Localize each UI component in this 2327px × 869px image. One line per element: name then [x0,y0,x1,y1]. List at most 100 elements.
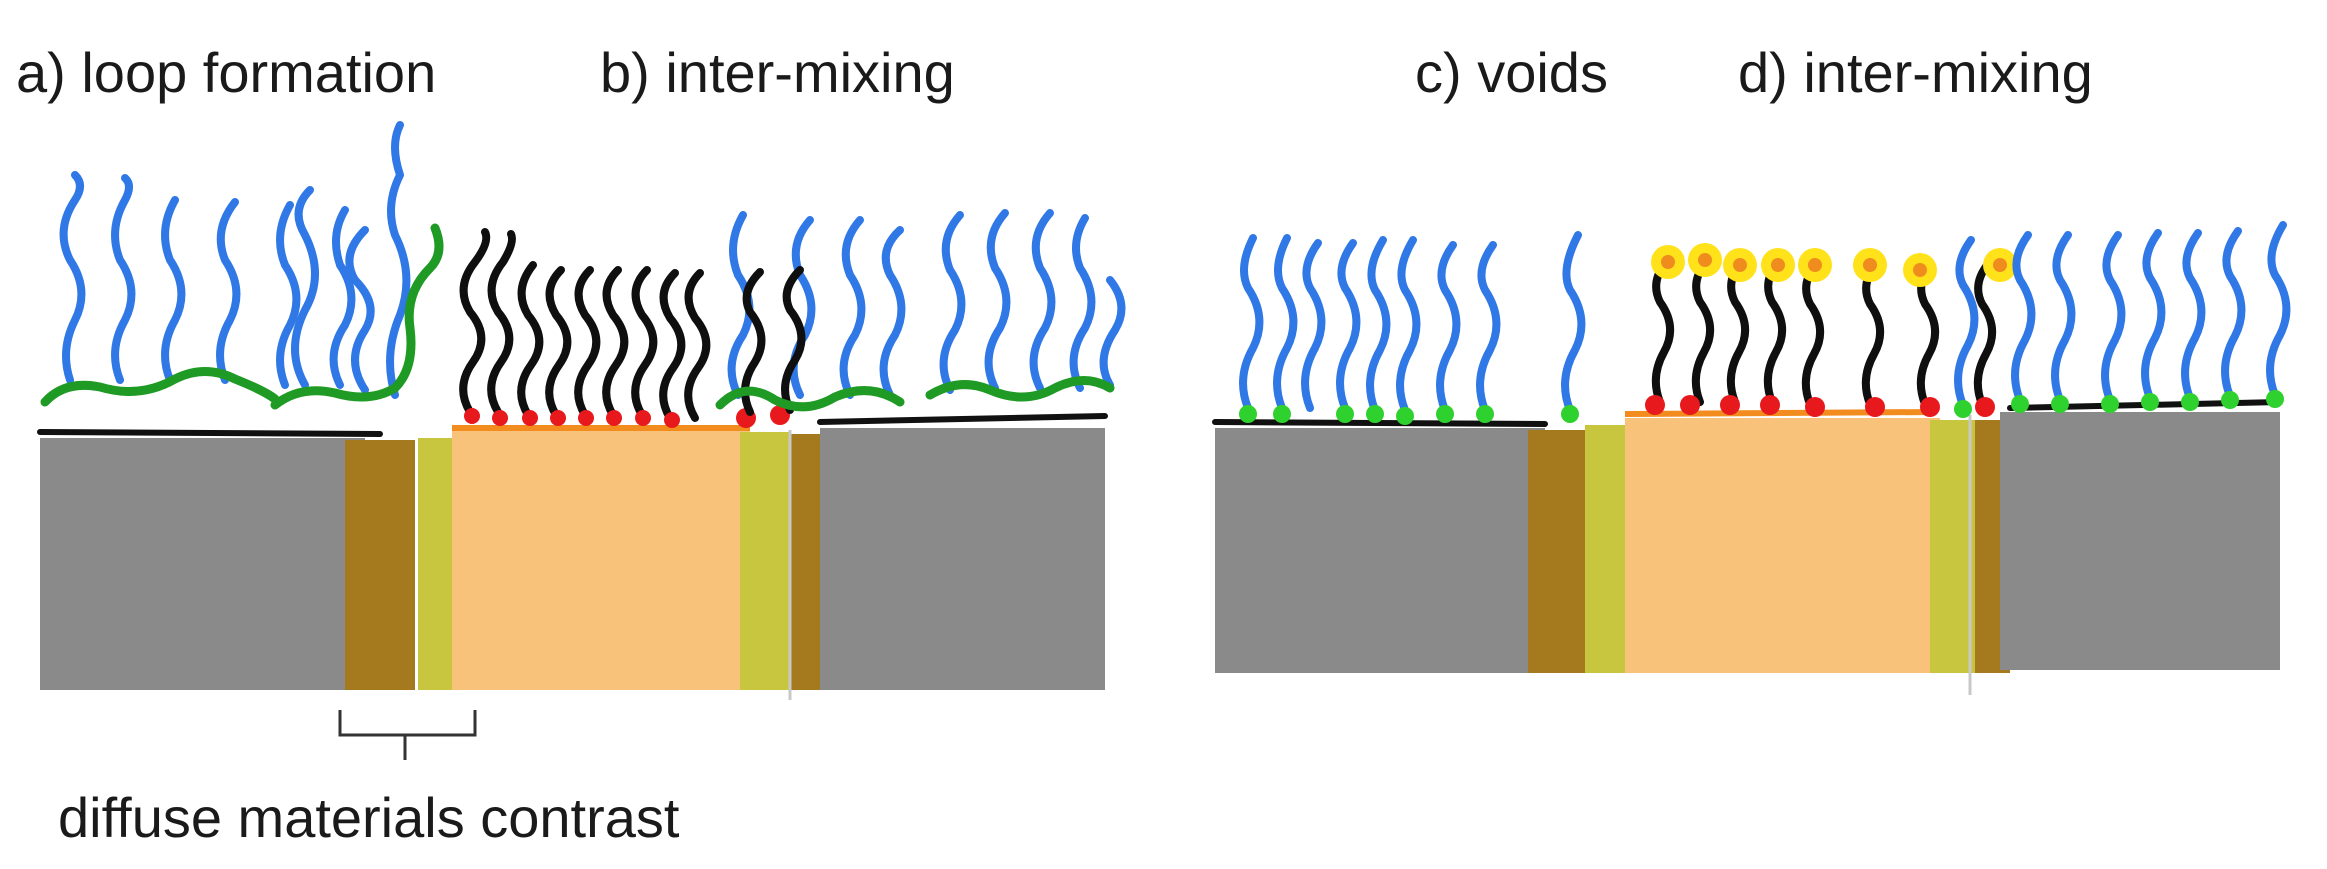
polymer-chain [631,266,658,419]
polymer-chain [1366,236,1391,414]
green-loops-b-right [715,376,1115,412]
anchor-group [770,405,790,425]
anchor-group [550,410,566,426]
anchor-group [1975,397,1995,417]
gray-substrate-right [820,428,1105,690]
polymer-chain [386,121,411,399]
interface-olive-right [740,432,790,690]
blue-brush-d-right [1954,221,2291,409]
polymer-chain [1069,214,1096,392]
anchor-group [1954,400,1972,418]
red-anchors-b [464,405,790,428]
gray-substrate-left [40,438,365,690]
black-brush-d [1651,258,1996,408]
end-group [1903,253,1937,287]
looped-chain [270,223,444,410]
blue-brush-c [1239,231,1586,414]
anchor-group [1273,405,1291,423]
polymer-chain [111,174,136,384]
polymer-chain [2266,221,2291,399]
anchor-group [1680,395,1700,415]
left-surface-lines [37,413,1108,437]
label-loop-formation: a) loop formation [16,41,437,104]
anchor-group [1865,397,1885,417]
orange-substrate-right [1625,418,1940,673]
looped-chain [40,367,280,407]
surface-line-orange [1624,409,1936,417]
polymer-chain [1954,236,1979,409]
polymer-chain [1561,231,1586,414]
polymer-chain [1436,241,1461,414]
polymer-chain [276,201,301,389]
end-group [1688,243,1722,277]
surface-line [37,429,383,437]
surface-line [817,413,1108,425]
anchor-group [1645,395,1665,415]
diffuse-bracket [338,710,477,760]
polymer-chain [459,228,491,416]
anchor-group [1720,395,1740,415]
green-loops-a [40,223,444,410]
polymer-chain [659,269,686,422]
polymer-chain [939,211,966,394]
anchor-group [1396,407,1414,425]
polymer-chain [59,171,86,384]
polymer-chain [216,198,241,384]
polymer-chain [545,266,572,419]
anchor-group [1436,405,1454,423]
polymer-chain [839,216,866,399]
interface-olive-right [1930,420,1975,673]
end-group [1723,248,1757,282]
green-anchors-d-right [1954,390,2284,418]
anchor-group [1805,397,1825,417]
polymer-chain [2181,229,2206,402]
anchor-group [1476,405,1494,423]
polymer-chain [1301,239,1326,412]
polymer-chain [1801,260,1824,408]
label-voids: c) voids [1415,41,1608,104]
anchor-group [606,410,622,426]
anchor-group [1561,405,1579,423]
polymer-chain [1029,209,1056,392]
polymer-chain [2011,231,2036,404]
polymer-chain [2101,231,2126,404]
red-anchors-d [1645,395,1995,417]
polymer-chain [781,266,806,414]
polymer-chain [329,206,356,389]
orange-substrate-left [452,430,750,690]
gray-substrate-left [1215,428,1545,673]
polymer-chain [291,186,319,389]
polymer-chain [517,261,544,419]
label-diffuse-materials-contrast: diffuse materials contrast [58,786,680,849]
anchor-group [2011,395,2029,413]
anchor-group [464,408,480,424]
polymer-chain [1763,258,1786,406]
looped-chain [715,386,905,412]
looped-chain [925,376,1115,402]
polymer-chain [1726,258,1749,406]
end-group [1761,248,1795,282]
anchor-group [578,410,594,426]
blue-brush-a [59,121,411,399]
polymer-chain [684,269,711,422]
polymer-chain [1336,239,1361,412]
polymer-chain [1273,234,1298,412]
right-substrate [1215,412,2280,695]
anchor-group [2051,395,2069,413]
polymer-chain [2221,227,2246,400]
label-inter-mixing-d: d) inter-mixing [1738,41,2093,104]
anchor-group [492,410,508,426]
anchor-group [635,410,651,426]
polymer-chain [574,266,601,419]
end-group [1798,248,1832,282]
label-inter-mixing-b: b) inter-mixing [600,41,955,104]
surface-line [1212,419,1548,427]
polymer-chain [1476,241,1501,414]
polymer-chain [1973,260,1996,408]
polymer-chain [161,196,186,384]
polymer-chain [1691,258,1714,406]
anchor-group [2101,395,2119,413]
polymer-chain [879,226,906,399]
anchor-group [1239,405,1257,423]
polymer-chain [2141,229,2166,402]
